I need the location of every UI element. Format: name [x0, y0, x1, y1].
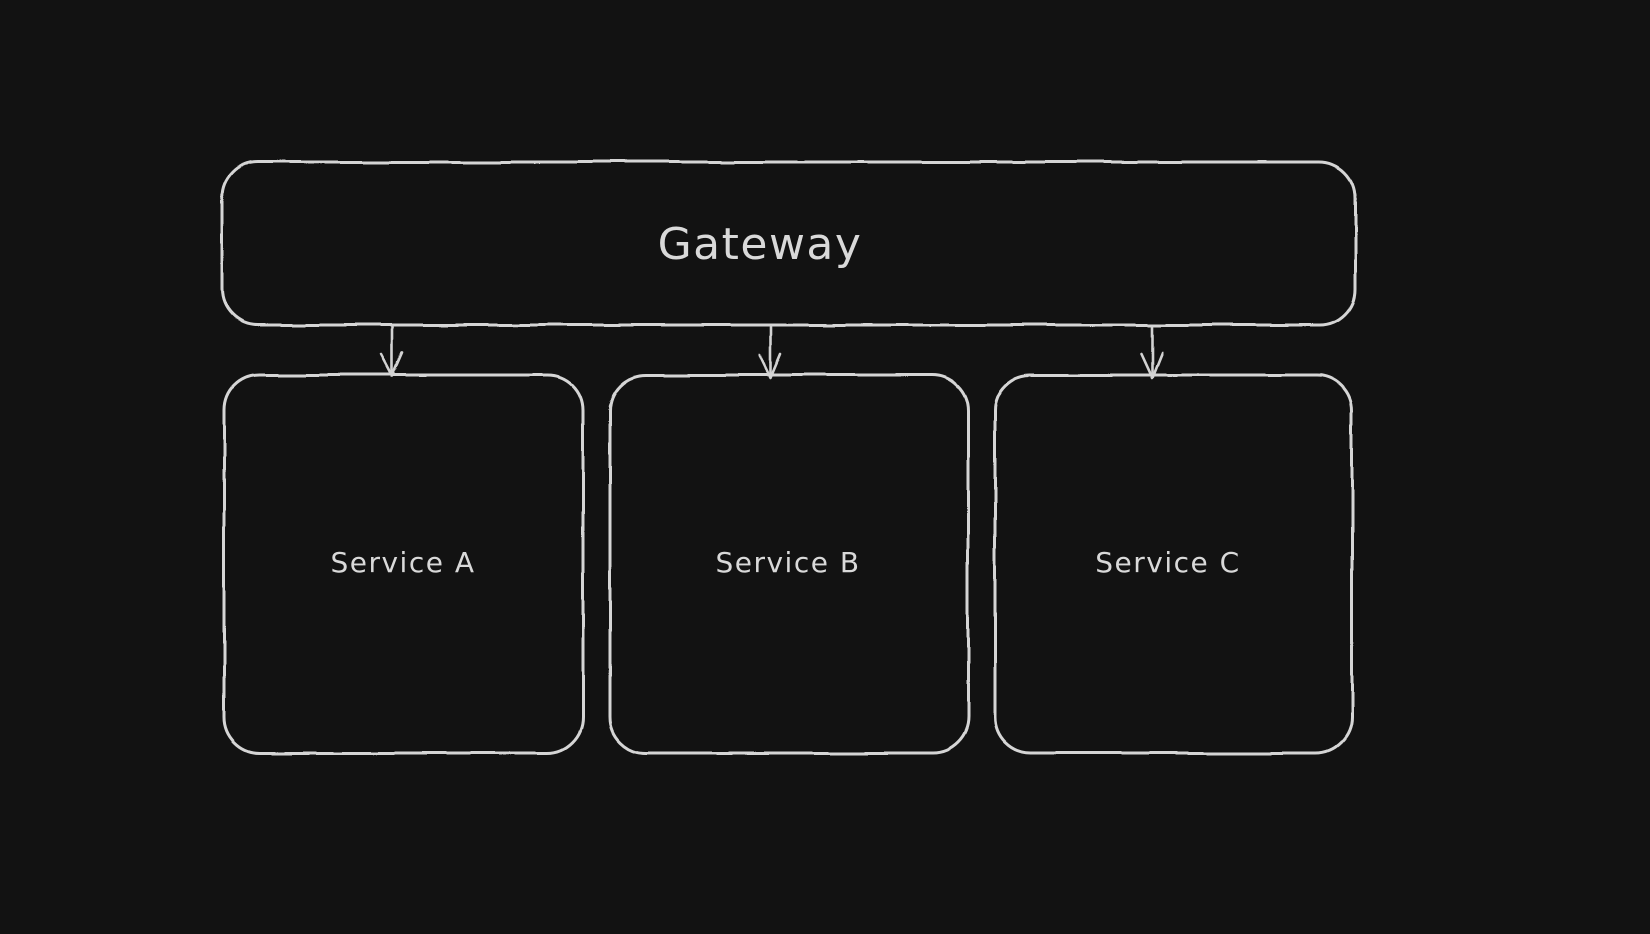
service-c-box[interactable]: [993, 373, 1354, 755]
node-service-c[interactable]: [993, 373, 1354, 755]
arrow-gateway-to-service-a[interactable]: [379, 325, 404, 378]
arrow-gateway-to-service-b[interactable]: [758, 325, 783, 380]
service-a-box[interactable]: [222, 373, 585, 755]
service-b-label: Service B: [715, 546, 860, 579]
gateway-label: Gateway: [658, 219, 863, 270]
service-b-box[interactable]: [608, 373, 970, 755]
node-gateway[interactable]: [220, 160, 1357, 327]
service-a-label: Service A: [330, 546, 475, 579]
node-service-b[interactable]: [608, 373, 970, 755]
service-c-label: Service C: [1095, 546, 1240, 579]
gateway-box[interactable]: [220, 160, 1357, 327]
node-service-a[interactable]: [222, 373, 585, 755]
arrow-gateway-to-service-c[interactable]: [1139, 325, 1164, 380]
